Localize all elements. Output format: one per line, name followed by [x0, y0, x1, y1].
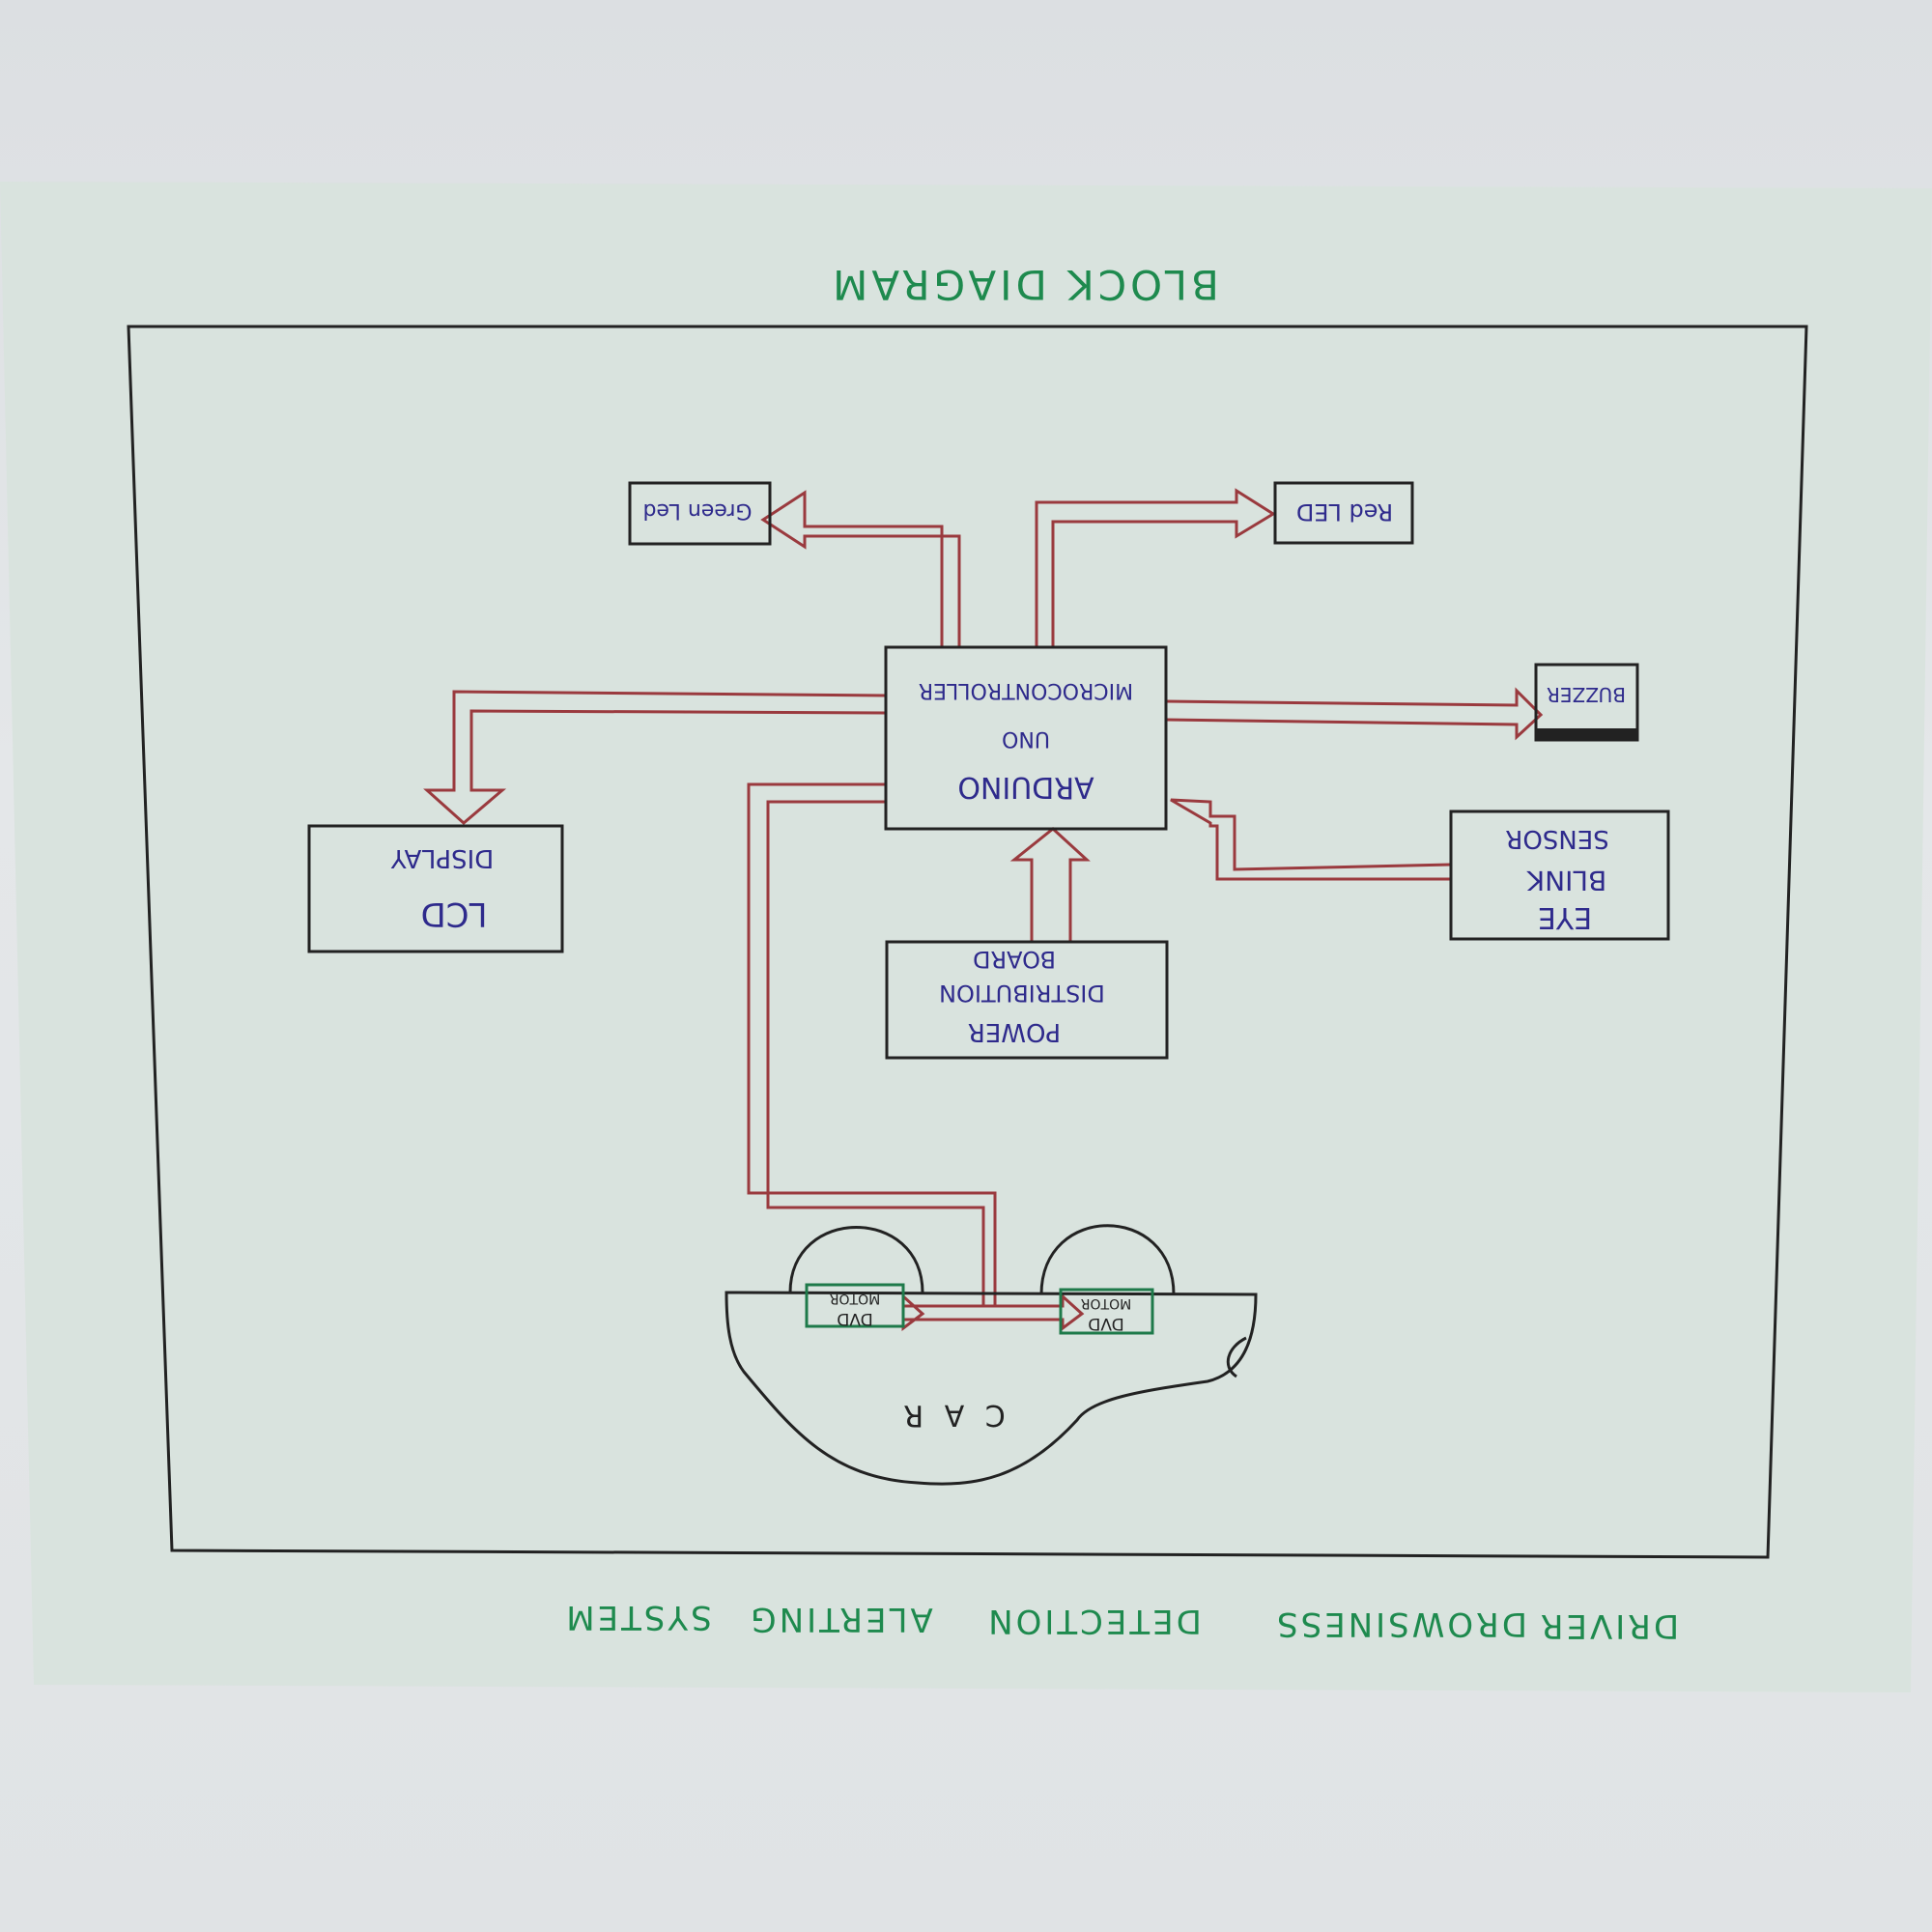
- arrow-red-led: [1035, 488, 1276, 647]
- arduino-label-3: ARDUINO: [957, 770, 1094, 804]
- block-buzzer: BUZZER: [1534, 663, 1639, 742]
- car-body: [724, 1291, 1258, 1486]
- green-led-label: Green Led: [643, 498, 753, 523]
- footer-word-4: ALERTING: [748, 1600, 932, 1638]
- arrow-motors: [747, 782, 1085, 1331]
- buzzer-label: BUZZER: [1547, 683, 1626, 706]
- diagram-frame: [127, 325, 1808, 1559]
- red-led-label: Red LED: [1296, 498, 1393, 526]
- lcd-label-2: DISPLAY: [391, 843, 495, 872]
- block-eye-sensor: EYE BLINK SENSOR: [1449, 810, 1670, 941]
- motor-left: DVD MOTOR: [805, 1283, 905, 1328]
- motor-right: DVD MOTOR: [1059, 1288, 1154, 1335]
- block-green-led: Green Led: [628, 481, 772, 546]
- eye-label-2: BLINK: [1526, 865, 1606, 896]
- footer-word-2: DROWSINESS: [1274, 1605, 1527, 1643]
- block-power: POWER DISTRIBUTION BOARD: [885, 940, 1169, 1060]
- block-red-led: Red LED: [1273, 481, 1414, 545]
- footer-word-3: DETECTION: [985, 1602, 1202, 1640]
- motor-right-label-2: MOTOR: [1081, 1295, 1132, 1311]
- footer-caption: DRIVER DROWSINESS DETECTION ALERTING SYS…: [563, 1598, 1679, 1645]
- arrow-green-led: [760, 490, 961, 647]
- wheel-left: [788, 1226, 924, 1293]
- block-arduino: MICROCONTROLLER UNO ARDUINO: [884, 645, 1168, 831]
- arduino-label-2: UNO: [1002, 726, 1050, 751]
- arrow-lcd: [423, 690, 887, 825]
- power-label-1: POWER: [968, 1017, 1061, 1046]
- power-label-2: DISTRIBUTION: [939, 980, 1105, 1007]
- car-drawing: [724, 1224, 1258, 1486]
- block-lcd: LCD DISPLAY: [307, 824, 564, 953]
- connection-lines: [423, 488, 1544, 1331]
- lcd-label-1: LCD: [421, 895, 488, 933]
- eye-label-1: EYE: [1538, 900, 1592, 934]
- motor-right-label-1: DVD: [1088, 1314, 1124, 1333]
- footer-word-5: SYSTEM: [563, 1598, 712, 1636]
- power-label-3: BOARD: [973, 946, 1056, 973]
- arduino-label-1: MICROCONTROLLER: [919, 678, 1133, 702]
- paper-sheet: [0, 182, 1932, 1692]
- motor-left-label-2: MOTOR: [830, 1291, 881, 1306]
- wheel-right: [1039, 1224, 1176, 1295]
- eye-label-3: SENSOR: [1505, 824, 1608, 853]
- arrow-eye: [1170, 798, 1452, 881]
- diagram-title: BLOCK DIAGRAM: [829, 261, 1219, 308]
- car-label: C A R: [897, 1398, 1005, 1432]
- motor-left-label-1: DVD: [837, 1309, 873, 1328]
- footer-word-1: DRIVER: [1538, 1606, 1679, 1645]
- arrow-buzzer: [1165, 687, 1544, 741]
